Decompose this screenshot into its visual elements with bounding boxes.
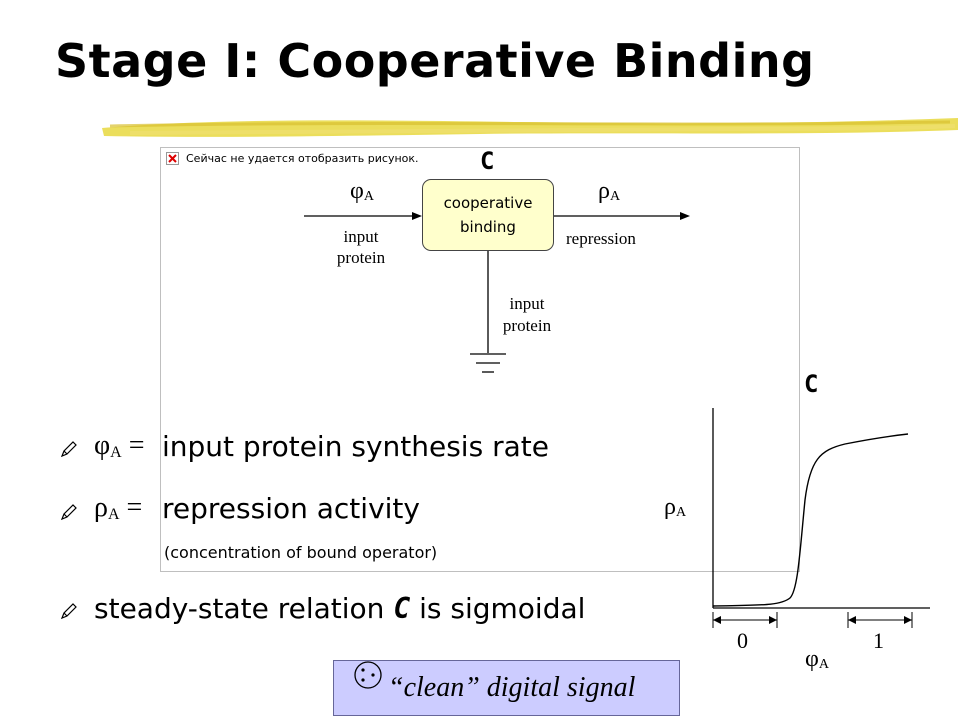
box-label-line1: cooperative xyxy=(443,194,533,212)
cooperative-binding-box xyxy=(422,179,554,251)
left-label-line2: protein xyxy=(336,248,386,267)
diode-icon xyxy=(354,661,382,689)
title-underline xyxy=(102,118,958,137)
bottom-label-line2: protein xyxy=(502,316,552,335)
plot-c-label: C xyxy=(804,370,819,398)
bullet3-text: steady-state relation C is sigmoidal xyxy=(94,592,586,625)
diagram-output-symbol: ρA xyxy=(598,178,621,204)
bullet2-text: repression activity xyxy=(162,492,420,525)
sigmoid-plot xyxy=(712,408,930,628)
plot-tick-0: 0 xyxy=(737,628,748,653)
bottom-label-line1: input xyxy=(509,294,545,313)
pencil-bullet-icon xyxy=(60,441,77,458)
box-label-line2: binding xyxy=(460,218,516,236)
plot-y-symbol: ρA xyxy=(664,494,687,520)
left-label-line1: input xyxy=(343,227,379,246)
plot-x-symbol: φA xyxy=(805,646,829,672)
bullet1-text: input protein synthesis rate xyxy=(162,430,549,463)
bullet1-symbol: φA = xyxy=(94,430,145,461)
broken-image-icon xyxy=(166,152,179,165)
plot-tick-1: 1 xyxy=(873,628,884,653)
diagram-c-label: C xyxy=(480,147,495,175)
slide-title: Stage I: Cooperative Binding xyxy=(55,34,815,88)
pencil-bullet-icon xyxy=(60,504,77,521)
callout-box xyxy=(333,660,680,716)
image-placeholder-frame xyxy=(160,147,800,572)
bullet2-symbol: ρA = xyxy=(94,492,143,523)
bullet2-subnote: (concentration of bound operator) xyxy=(164,543,438,562)
callout-text: “clean” digital signal xyxy=(388,672,636,703)
broken-image-message: Сейчас не удается отобразить рисунок. xyxy=(186,152,419,165)
right-label: repression xyxy=(566,229,636,248)
pencil-bullet-icon xyxy=(60,603,77,620)
sigmoid-curve xyxy=(712,433,909,607)
diagram-input-symbol: φA xyxy=(350,178,374,204)
diagram-lines xyxy=(304,212,690,373)
